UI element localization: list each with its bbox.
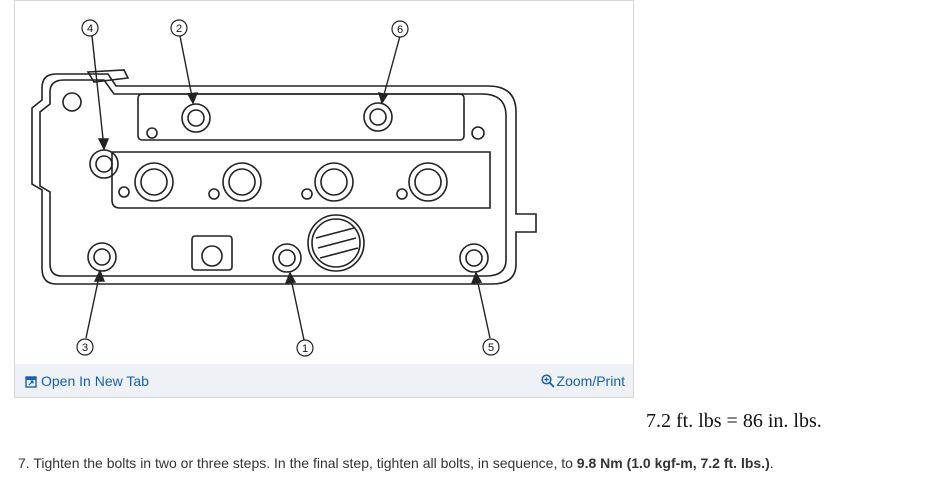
cover-inner-outline	[39, 79, 507, 277]
figure-toolbar: Open In New Tab Zoom/Print	[15, 364, 633, 397]
torque-spec: 9.8 Nm (1.0 kgf-m, 7.2 ft. lbs.)	[576, 455, 770, 471]
magnifier-plus-icon	[540, 374, 555, 388]
plug-panel	[111, 151, 491, 209]
instruction-prefix: 7. Tighten the bolts in two or three ste…	[18, 455, 577, 471]
cover-outline	[31, 73, 537, 285]
bolt-label-6: 6	[397, 24, 403, 36]
bolt-6	[363, 102, 393, 132]
plug-hole-1	[134, 162, 174, 202]
oil-filler-cap	[307, 214, 365, 272]
plug-hole-2	[222, 162, 262, 202]
bolt-1	[272, 243, 302, 273]
plug-hole-3	[314, 162, 354, 202]
instruction-suffix: .	[769, 455, 774, 471]
plug-hole-4	[408, 162, 448, 202]
bolt-label-1: 1	[302, 343, 308, 355]
open-in-new-tab-link[interactable]: Open In New Tab	[25, 373, 149, 389]
bolt-2	[181, 103, 211, 133]
instruction-step: 7. Tighten the bolts in two or three ste…	[18, 455, 774, 471]
upper-plate	[137, 93, 465, 141]
valve-cover-bolt-sequence-diagram: 2 6 4 3 1 5	[31, 19, 537, 357]
breather-tab	[86, 69, 130, 83]
bolt-3	[87, 242, 117, 272]
bolt-label-4: 4	[87, 23, 93, 35]
external-tab-icon	[25, 376, 37, 388]
zoom-print-link[interactable]: Zoom/Print	[540, 373, 625, 389]
bolt-label-3: 3	[82, 342, 88, 354]
bolt-label-2: 2	[176, 23, 182, 35]
bolt-label-5: 5	[488, 342, 494, 354]
zoom-print-label: Zoom/Print	[556, 373, 625, 389]
open-in-new-tab-label: Open In New Tab	[41, 373, 149, 389]
bolt-4	[89, 149, 119, 179]
torque-conversion-note: 7.2 ft. lbs = 86 in. lbs.	[646, 410, 822, 432]
bolt-5	[459, 243, 489, 273]
